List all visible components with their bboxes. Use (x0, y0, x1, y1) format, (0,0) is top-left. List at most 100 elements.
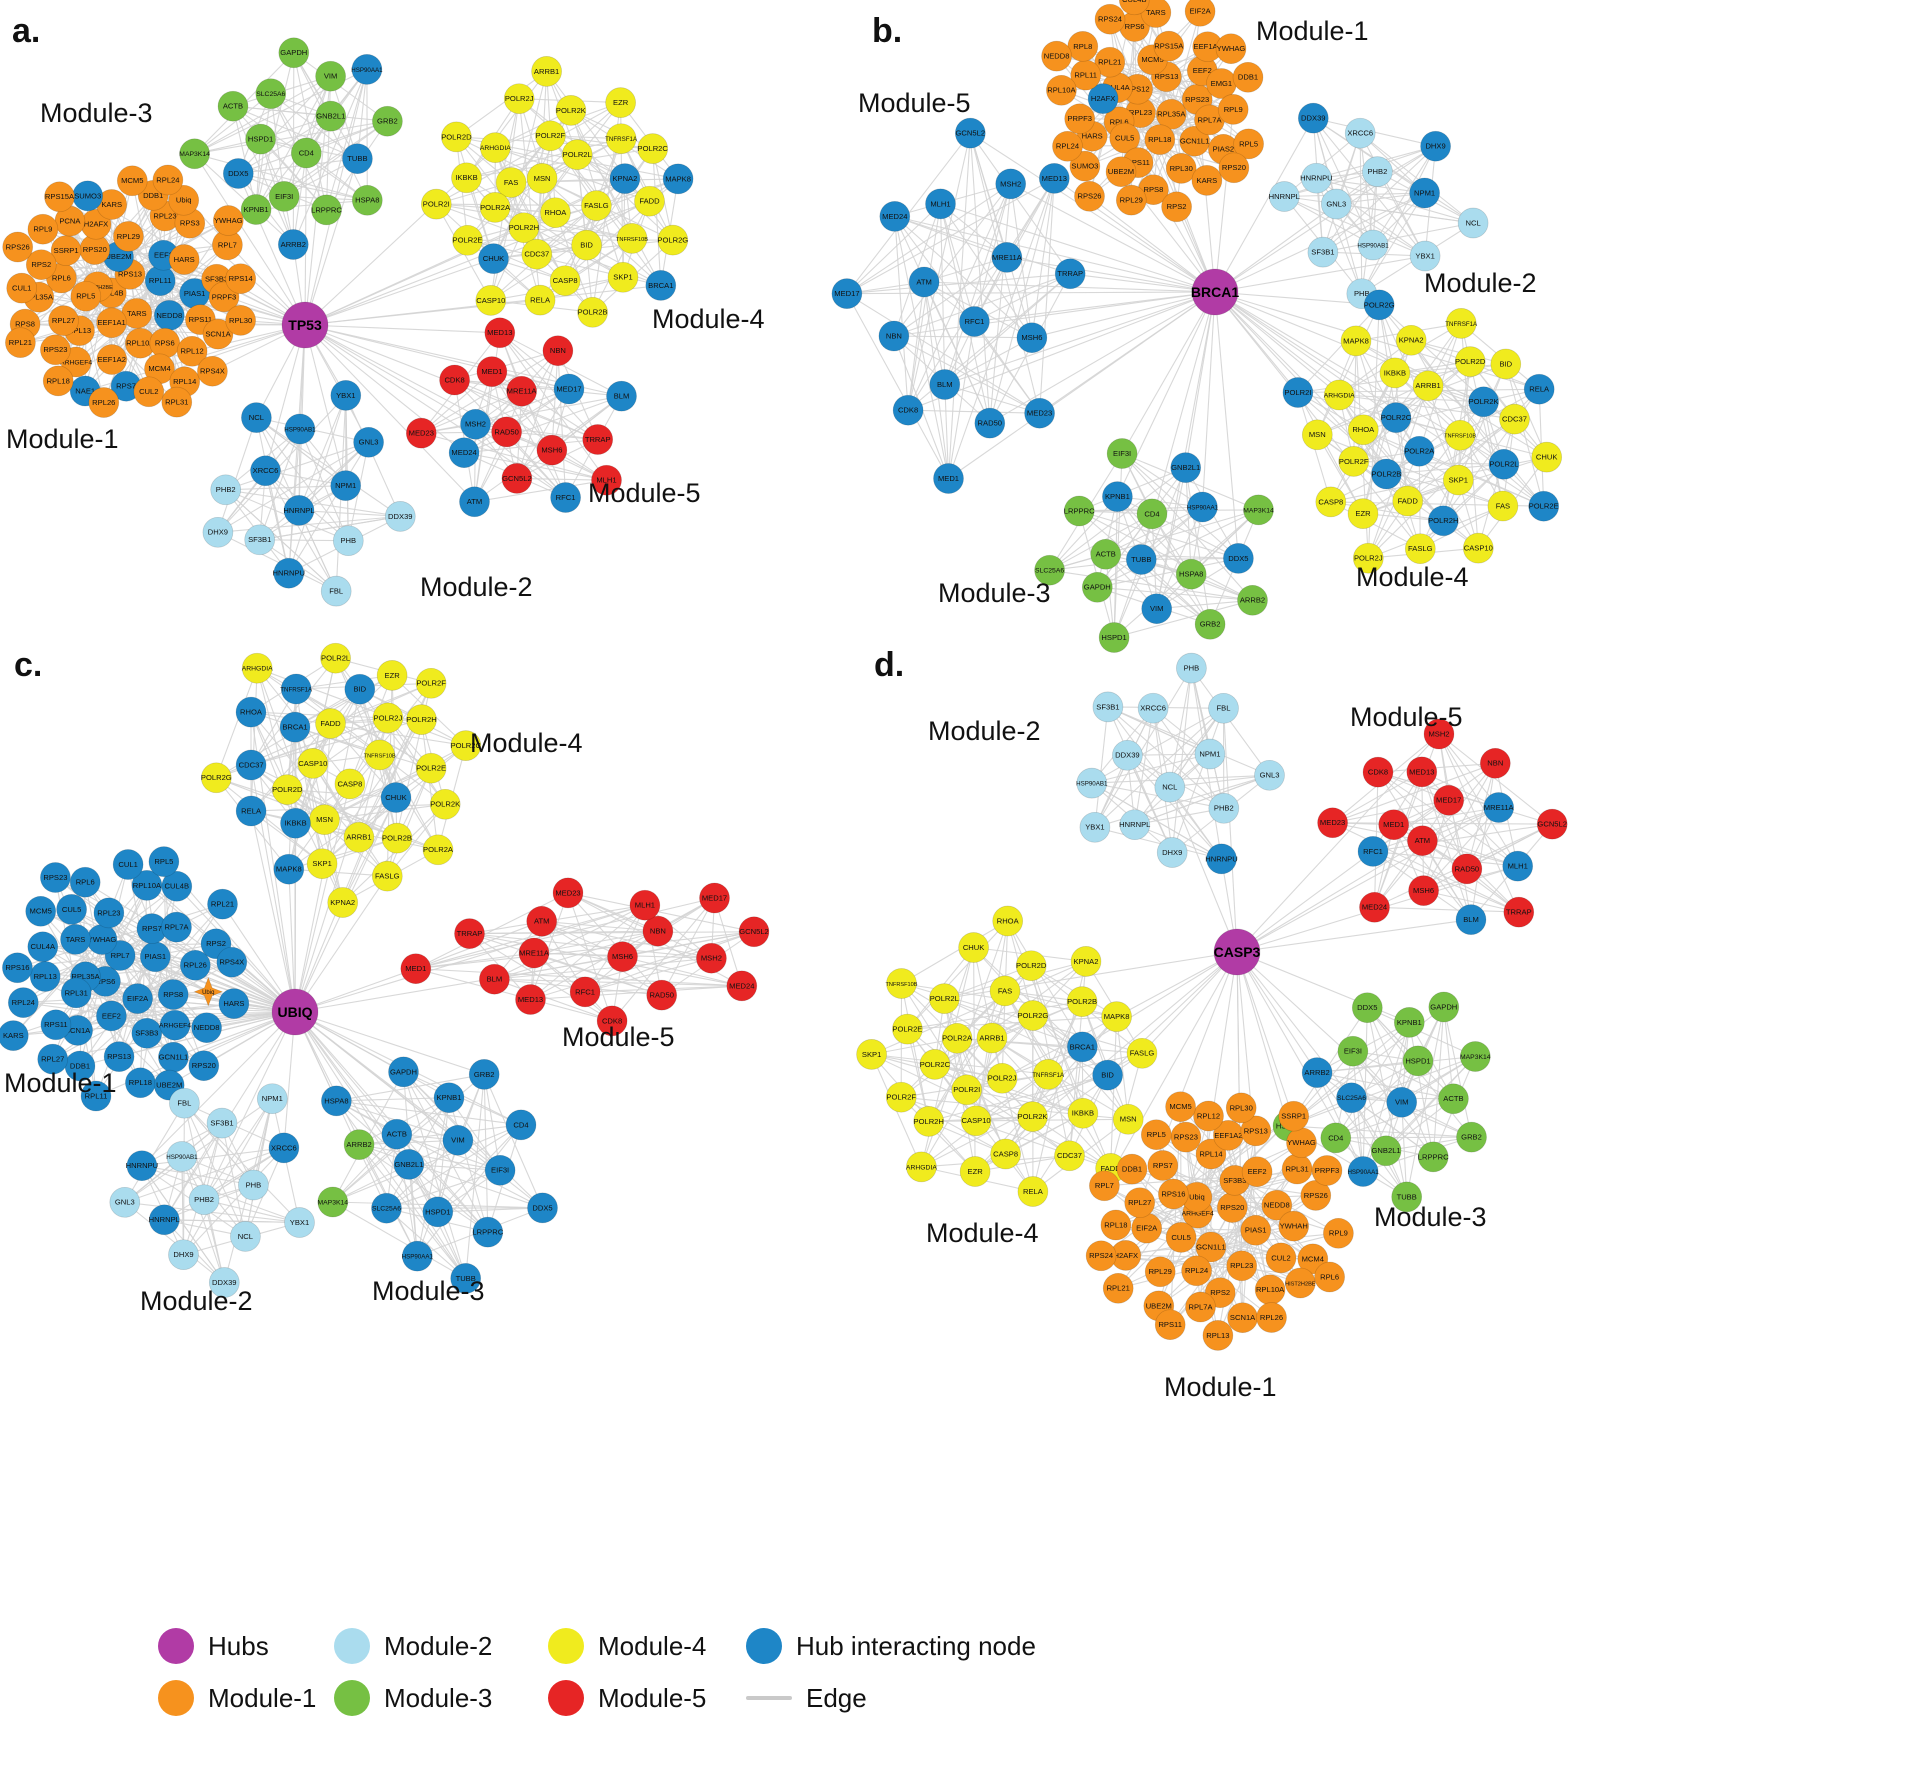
node-POLR2F (415, 667, 447, 699)
edge (1438, 733, 1472, 920)
node-PRPF3 (1064, 103, 1096, 135)
node-RPL27 (1124, 1187, 1156, 1219)
edge (1421, 771, 1472, 920)
edge (467, 239, 541, 301)
edge (256, 417, 401, 517)
edge (332, 1097, 450, 1203)
node-LRPPRC (311, 194, 342, 226)
edge (250, 764, 398, 839)
node-POLR2K (1017, 1101, 1048, 1132)
edge (1359, 133, 1363, 294)
node-VIM (315, 60, 346, 92)
edge (541, 177, 662, 286)
node-MED24 (879, 201, 911, 232)
edge (1201, 291, 1216, 508)
edge (1236, 951, 1403, 1103)
node-POLR2H (1427, 505, 1459, 537)
node-FBL (169, 1087, 200, 1119)
node-NBN (542, 335, 574, 367)
node-ARRB1 (343, 821, 375, 853)
node-LRPPRC (1063, 495, 1095, 527)
edge (1421, 840, 1472, 920)
edge (1322, 222, 1474, 253)
edge (1394, 372, 1461, 436)
node-FAS (495, 167, 527, 198)
node-CDK8 (596, 1005, 628, 1037)
node-ATM (459, 486, 490, 518)
node-SLC25A6 (255, 78, 287, 110)
node-CDC37 (235, 749, 267, 781)
edge (1134, 708, 1154, 825)
edge (304, 158, 358, 326)
edge (1438, 733, 1553, 825)
edge (1227, 1135, 1244, 1318)
node-ARRB2 (277, 229, 309, 260)
edge (554, 212, 594, 313)
edge (183, 1098, 273, 1255)
edge (75, 992, 170, 1086)
edge (1105, 506, 1203, 555)
edge (415, 892, 569, 970)
node-GRB2 (1456, 1121, 1487, 1153)
edge (1393, 824, 1472, 920)
module-label-d-module-3: Module-3 (1374, 1202, 1487, 1232)
node-POLR2G (200, 762, 232, 794)
edge (345, 395, 349, 541)
edge (1236, 919, 1472, 953)
edge (294, 904, 646, 1013)
edge (567, 892, 613, 1022)
edge (454, 379, 607, 481)
edge (1214, 291, 1444, 522)
edge (42, 946, 296, 1013)
edge (907, 281, 925, 411)
edge (304, 69, 368, 326)
node-MSH6 (1408, 875, 1439, 906)
node-SUMO3 (72, 180, 104, 212)
node-MSN (1301, 419, 1333, 451)
node-MED17 (699, 882, 730, 914)
edge (969, 132, 1041, 414)
node-RFC1 (1357, 836, 1389, 867)
node-UBE2M (1105, 156, 1137, 188)
module2-swatch (334, 1628, 370, 1664)
edge (1332, 762, 1496, 824)
node-HSP90AA1 (351, 54, 383, 85)
node-KARS (1191, 165, 1223, 196)
node-RPL21 (1094, 46, 1126, 78)
module4-swatch (548, 1628, 584, 1664)
node-DDX39 (208, 1267, 240, 1298)
node-TUBB (450, 1263, 482, 1294)
edge (894, 216, 909, 411)
node-POLR2I (1282, 377, 1314, 408)
node-BLM (479, 963, 510, 995)
node-TNFRSF1A (1032, 1059, 1064, 1090)
edge (948, 291, 1216, 479)
edge (1385, 1056, 1476, 1152)
node-GNL3 (1254, 759, 1285, 791)
hub-UBIQ (271, 988, 319, 1036)
node-RPS24 (1085, 1240, 1117, 1272)
node-HSPD1 (422, 1196, 454, 1228)
edge (1197, 951, 1238, 1214)
edge (940, 203, 1033, 339)
edge (288, 324, 306, 574)
edge (1366, 1007, 1434, 1158)
node-MCM5 (116, 165, 148, 197)
node-EEF1A2 (96, 344, 128, 375)
node-RPS24 (1094, 3, 1126, 35)
node-MAPK8 (273, 853, 305, 885)
legend-label: Hub interacting node (796, 1630, 1036, 1661)
node-MAP3K14 (1459, 1041, 1491, 1072)
edge (499, 332, 599, 440)
node-MED24 (726, 970, 758, 1002)
edge (225, 489, 401, 517)
node-RHOA (1347, 414, 1379, 446)
edge (250, 657, 337, 766)
node-ARHGDIA (241, 652, 273, 684)
edge (416, 1074, 485, 1257)
panel-letter-b: b. (872, 12, 902, 50)
node-HARS (168, 244, 200, 275)
node-MSH6 (1016, 322, 1048, 354)
node-SF3B1 (1092, 691, 1124, 723)
edge (1031, 291, 1216, 339)
